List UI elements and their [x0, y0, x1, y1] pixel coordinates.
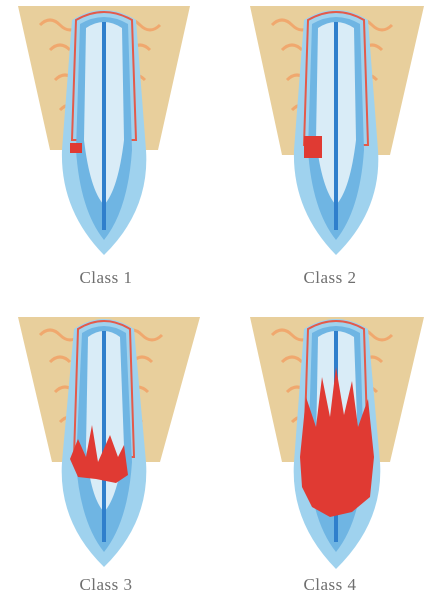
- class-label: Class 2: [224, 268, 425, 288]
- class-label: Class 4: [224, 575, 425, 595]
- tooth-illustration: [18, 6, 190, 255]
- class-label: Class 1: [0, 268, 212, 288]
- class-label: Class 3: [0, 575, 212, 595]
- tooth-diagram-class-3: [0, 307, 212, 614]
- tooth-diagram-class-4: [212, 307, 424, 614]
- panel-class-3: Class 3: [0, 307, 212, 614]
- tooth-diagram-class-2: [212, 0, 424, 307]
- tooth-illustration: [250, 6, 424, 255]
- panel-class-4: Class 4: [212, 307, 424, 614]
- tooth-diagram-class-1: [0, 0, 212, 307]
- panel-class-1: Class 1: [0, 0, 212, 307]
- resorption-lesion: [70, 143, 82, 153]
- panel-class-2: Class 2: [212, 0, 424, 307]
- resorption-lesion: [304, 136, 322, 158]
